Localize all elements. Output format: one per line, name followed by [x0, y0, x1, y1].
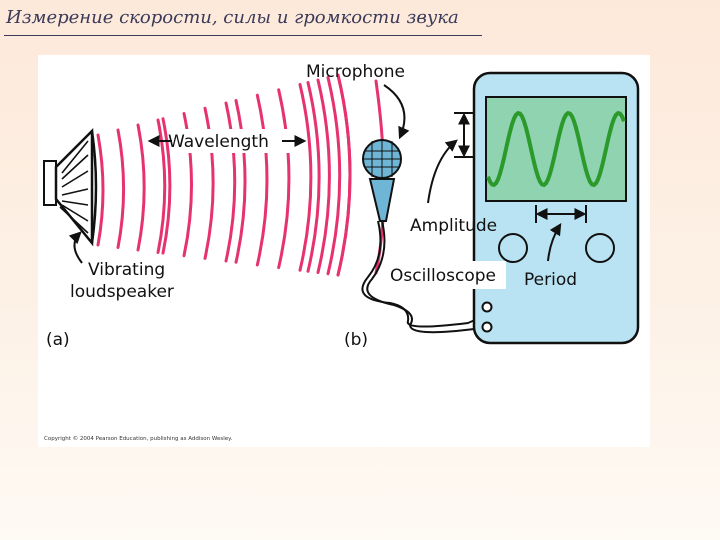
- amplitude-pointer: [427, 139, 458, 204]
- part-b-label: (b): [344, 330, 368, 350]
- vibrating-label-line1: Vibrating: [88, 260, 165, 280]
- oscilloscope-label: Oscilloscope: [390, 266, 496, 286]
- oscilloscope-knob-left: [498, 233, 528, 263]
- wavefront-11: [277, 88, 291, 270]
- oscilloscope-trace: [486, 110, 626, 188]
- input-jack-top: [481, 301, 493, 313]
- microphone-arrow: [383, 84, 410, 140]
- period-pointer: [547, 222, 562, 262]
- vibrating-arrow: [68, 231, 83, 264]
- wavefront-1: [96, 133, 105, 247]
- period-label: Period: [524, 270, 577, 290]
- microphone-handle: [368, 178, 396, 222]
- diagram-svg: Wavelength Vibrating loudspeaker (a) (b)…: [43, 62, 640, 350]
- part-a-label: (a): [46, 330, 70, 350]
- oscilloscope: [472, 71, 640, 345]
- vibrating-label-line2: loudspeaker: [70, 282, 174, 302]
- wavefront-8: [224, 101, 237, 263]
- wavefront-2: [116, 128, 126, 249]
- wavefront-13: [306, 81, 321, 273]
- oscilloscope-knob-right: [585, 233, 615, 263]
- wavefront-4: [156, 118, 167, 254]
- wavefront-14: [316, 78, 331, 274]
- period-marker: [535, 205, 587, 262]
- speaker-magnet: [43, 160, 57, 206]
- wavefront-15: [326, 76, 342, 276]
- sound-wavefronts: [96, 73, 386, 277]
- speaker-rim: [90, 130, 98, 244]
- period-label-bg: [520, 265, 590, 291]
- wavefront-9: [234, 99, 247, 264]
- microphone-label: Microphone: [306, 62, 405, 82]
- wavelength-label-bg: [172, 129, 290, 153]
- sound-measurement-figure: Wavelength Vibrating loudspeaker (a) (b)…: [38, 55, 650, 447]
- amplitude-label: Amplitude: [410, 216, 497, 236]
- slide-title: Измерение скорости, силы и громкости зву…: [6, 7, 459, 28]
- wavefront-3: [136, 123, 146, 252]
- title-underline: [4, 35, 482, 36]
- input-jack-bottom: [481, 321, 493, 333]
- wavelength-label: Wavelength: [168, 132, 269, 152]
- speaker-cone-ridges: [59, 140, 89, 234]
- oscilloscope-label-bg: [388, 261, 506, 289]
- microphone-grille: [364, 140, 400, 178]
- wavefront-17: [336, 73, 352, 277]
- wavefront-12: [298, 83, 313, 272]
- wavefront-7: [203, 106, 215, 260]
- amplitude-marker: [427, 112, 474, 204]
- copyright-notice: Copyright © 2004 Pearson Education, publ…: [44, 436, 233, 442]
- speaker-cone: [54, 127, 94, 247]
- loudspeaker: [43, 127, 98, 247]
- wavefront-10: [255, 93, 269, 267]
- microphone: [362, 139, 402, 222]
- wavefront-5: [161, 117, 172, 255]
